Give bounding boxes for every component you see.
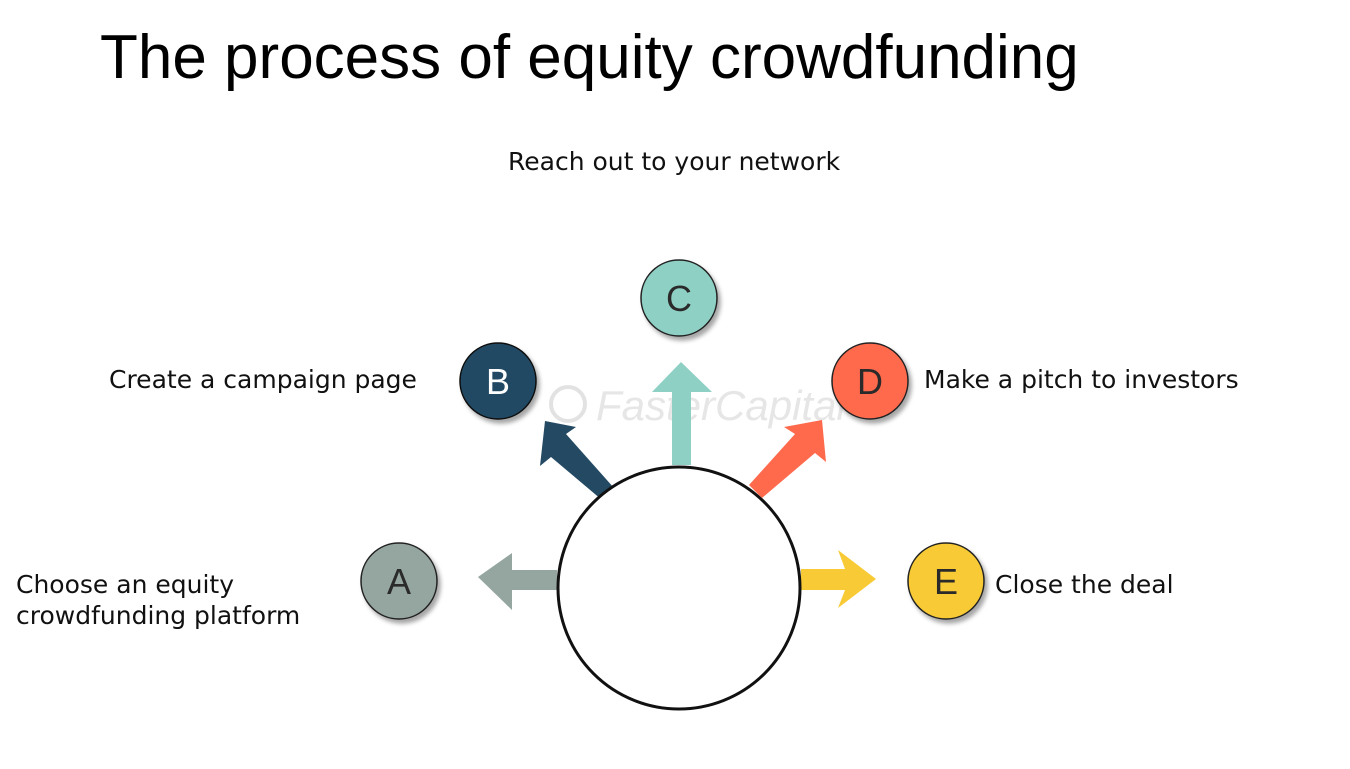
step-label-a-line-1: Choose an equity xyxy=(16,570,234,599)
step-label-b: Create a campaign page xyxy=(109,364,417,395)
step-circle-d: D xyxy=(831,342,909,420)
step-label-e-line-1: Close the deal xyxy=(995,570,1174,599)
watermark: FasterCapital xyxy=(549,382,847,429)
step-label-c: Reach out to your network xyxy=(508,146,840,177)
step-label-a-line-2: crowdfunding platform xyxy=(16,601,301,630)
diagram-title: The process of equity crowdfunding xyxy=(100,23,1079,92)
arrow-a xyxy=(478,553,557,610)
step-letter-c: C xyxy=(666,278,692,319)
step-letter-a: A xyxy=(387,561,411,602)
step-circle-a: A xyxy=(360,542,438,620)
step-letter-d: D xyxy=(857,361,883,402)
central-hub-circle xyxy=(556,465,802,711)
step-circle-b: B xyxy=(459,342,537,420)
arrow-c xyxy=(652,362,712,465)
step-label-c-line-1: Reach out to your network xyxy=(508,147,841,176)
arrow-e xyxy=(801,550,876,608)
watermark-text: FasterCapital xyxy=(596,382,847,429)
step-circle-e: E xyxy=(907,542,985,620)
step-label-e: Close the deal xyxy=(995,569,1174,600)
arrow-d xyxy=(749,420,826,498)
step-label-b-line-1: Create a campaign page xyxy=(109,365,417,394)
step-letter-b: B xyxy=(486,361,510,402)
step-label-d: Make a pitch to investors xyxy=(924,364,1239,395)
step-label-d-line-1: Make a pitch to investors xyxy=(924,365,1239,394)
step-circle-c: C xyxy=(640,259,718,337)
step-label-a: Choose an equity crowdfunding platform xyxy=(16,569,300,631)
watermark-logo-icon xyxy=(549,385,587,423)
step-letter-e: E xyxy=(934,561,958,602)
arrow-b xyxy=(540,421,614,500)
